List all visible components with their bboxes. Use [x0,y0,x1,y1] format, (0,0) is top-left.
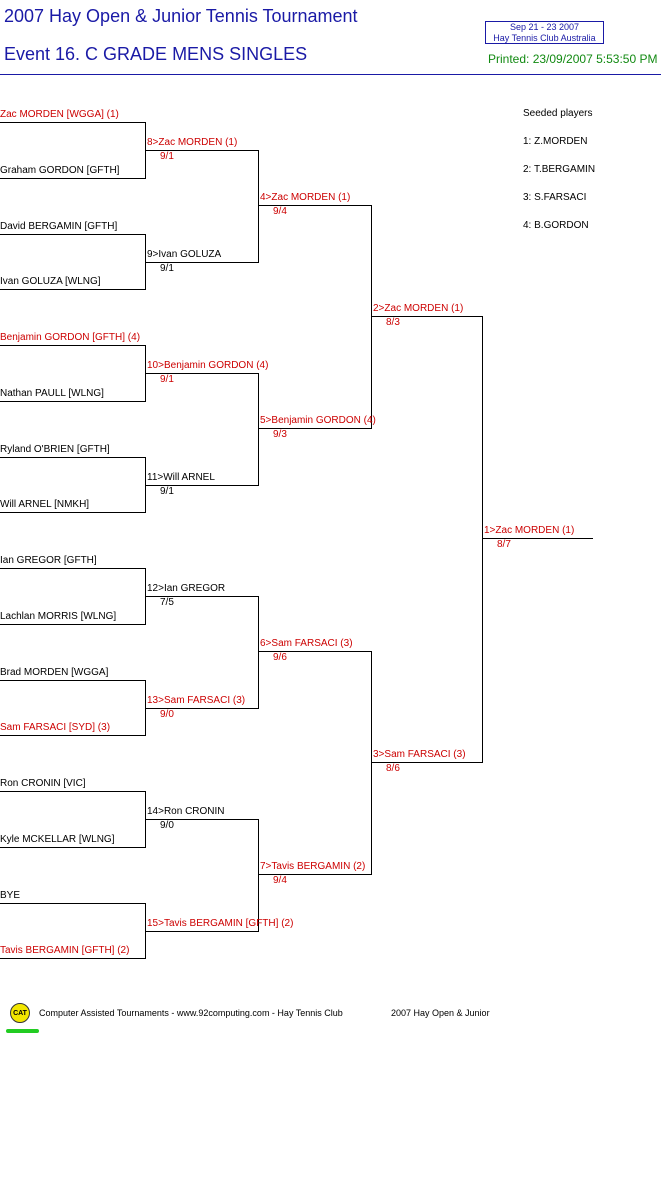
bracket-line [0,680,146,681]
bracket-line [0,512,146,513]
player-name: Tavis BERGAMIN [GFTH] (2) [0,945,130,956]
bracket-line [0,847,146,848]
match-score: 9/4 [273,875,287,886]
bracket-connector [371,205,372,429]
tournament-dates: Sep 21 - 23 2007 [509,22,580,32]
player-name: Ian GREGOR [GFTH] [0,555,97,566]
match-score: 9/1 [160,151,174,162]
bracket-line [145,819,259,820]
bracket-line [371,762,483,763]
player-name: Lachlan MORRIS [WLNG] [0,611,117,622]
bracket-line [0,791,146,792]
player-name: 3>Sam FARSACI (3) [373,749,466,760]
bracket-connector [482,316,483,763]
tournament-club: Hay Tennis Club Australia [493,33,596,43]
cat-logo: CAT [10,1003,30,1023]
match-score: 7/5 [160,597,174,608]
bracket-line [258,428,372,429]
player-name: 14>Ron CRONIN [147,806,225,817]
bracket-connector [371,651,372,875]
match-score: 9/0 [160,709,174,720]
seeded-player: 2: T.BERGAMIN [523,164,596,175]
bracket-line [0,234,146,235]
player-name: 12>Ian GREGOR [147,583,226,594]
event-title: Event 16. C GRADE MENS SINGLES [4,44,308,64]
bracket-line [145,931,259,932]
bracket-line [0,178,146,179]
player-name: 10>Benjamin GORDON (4) [147,360,269,371]
player-name: Will ARNEL [NMKH] [0,499,90,510]
player-name: 9>Ivan GOLUZA [147,249,222,260]
bracket-line [0,122,146,123]
bracket-connector [258,819,259,932]
player-name: Kyle MCKELLAR [WLNG] [0,834,115,845]
bracket-line [145,373,259,374]
bracket-line [145,262,259,263]
match-score: 8/3 [386,317,400,328]
player-name: Zac MORDEN [WGGA] (1) [0,109,119,120]
player-name: 11>Will ARNEL [147,472,215,483]
tournament-title: 2007 Hay Open & Junior Tennis Tournament [4,6,358,26]
bracket-line [258,651,372,652]
player-name: David BERGAMIN [GFTH] [0,221,118,232]
bracket-line [0,568,146,569]
match-score: 9/1 [160,486,174,497]
bracket-line [145,596,259,597]
player-name: 13>Sam FARSACI (3) [147,695,246,706]
player-name: 15>Tavis BERGAMIN [GFTH] (2) [147,918,294,929]
bracket-line [145,485,259,486]
bracket-line [145,708,259,709]
seeded-player: 1: Z.MORDEN [523,136,588,147]
player-name: BYE [0,890,21,901]
player-name: Benjamin GORDON [GFTH] (4) [0,332,141,343]
player-name: 4>Zac MORDEN (1) [260,192,351,203]
seeded-player: 3: S.FARSACI [523,192,587,203]
printed-timestamp: Printed: 23/09/2007 5:53:50 PM [488,52,658,66]
player-name: 8>Zac MORDEN (1) [147,137,238,148]
player-name: Ron CRONIN [VIC] [0,778,86,789]
player-name: 6>Sam FARSACI (3) [260,638,353,649]
bracket-line [0,958,146,959]
bracket-line [0,289,146,290]
player-name: Nathan PAULL [WLNG] [0,388,104,399]
bracket-line [0,457,146,458]
bracket-line [482,538,593,539]
bracket-line [258,874,372,875]
match-score: 9/3 [273,429,287,440]
bracket-line [0,345,146,346]
bracket-line [0,735,146,736]
bracket-line [145,150,259,151]
match-score: 8/6 [386,763,400,774]
footer-credit: Computer Assisted Tournaments - www.92co… [39,1008,343,1018]
cat-logo-underline [6,1029,39,1033]
bracket-line [0,401,146,402]
bracket-line [0,624,146,625]
footer-event: 2007 Hay Open & Junior [391,1008,490,1018]
bracket-line [371,316,483,317]
bracket-line [258,205,372,206]
seeded-heading: Seeded players [523,108,593,119]
bracket-connector [258,373,259,486]
player-name: Sam FARSACI [SYD] (3) [0,722,111,733]
player-name: 1>Zac MORDEN (1) [484,525,575,536]
seeded-player: 4: B.GORDON [523,220,589,231]
player-name: Graham GORDON [GFTH] [0,165,120,176]
player-name: 2>Zac MORDEN (1) [373,303,464,314]
match-score: 9/6 [273,652,287,663]
player-name: 5>Benjamin GORDON (4) [260,415,376,426]
player-name: 7>Tavis BERGAMIN (2) [260,861,366,872]
match-score: 9/0 [160,820,174,831]
bracket-line [0,903,146,904]
match-score: 9/1 [160,374,174,385]
match-score: 9/4 [273,206,287,217]
player-name: Ryland O'BRIEN [GFTH] [0,444,110,455]
bracket-connector [258,596,259,709]
match-score: 9/1 [160,263,174,274]
bracket-connector [258,150,259,263]
tournament-info-box: Sep 21 - 23 2007 Hay Tennis Club Austral… [485,21,604,44]
player-name: Ivan GOLUZA [WLNG] [0,276,101,287]
player-name: Brad MORDEN [WGGA] [0,667,109,678]
header-divider [0,74,661,75]
match-score: 8/7 [497,539,511,550]
